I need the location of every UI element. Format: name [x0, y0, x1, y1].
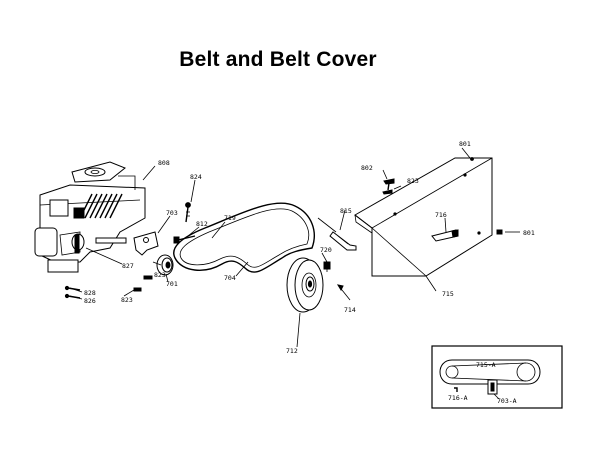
bolt-part-812 [173, 235, 196, 244]
label-801b: 801 [523, 229, 535, 237]
nut-part-720 [323, 261, 331, 272]
label-823c: 823 [407, 177, 419, 185]
engine-part-808 [34, 161, 146, 273]
label-719: 719 [224, 214, 236, 222]
label-812: 812 [196, 220, 208, 228]
belt-part-704 [173, 202, 315, 273]
label-704: 704 [224, 274, 236, 282]
screw-part-802 [383, 178, 395, 191]
screw-part-801b [496, 229, 503, 235]
label-823b: 823 [121, 296, 133, 304]
washer-part-823 [382, 189, 393, 195]
bracket-part-815 [329, 231, 357, 251]
bracket-part-716 [431, 229, 459, 242]
label-715a: 715-A [476, 361, 496, 369]
bracket-part-703 [133, 231, 159, 256]
page-title: Belt and Belt Cover [179, 48, 377, 71]
screw-part-824 [185, 202, 191, 223]
label-716a: 716-A [448, 394, 468, 402]
part-labels: 808 824 703 812 719 827 823 701 823 828 … [84, 140, 535, 355]
label-715: 715 [442, 290, 454, 298]
label-808: 808 [158, 159, 170, 167]
label-802: 802 [361, 164, 373, 172]
label-827: 827 [122, 262, 134, 270]
label-824: 824 [190, 173, 202, 181]
key-part-823 [143, 275, 153, 280]
label-712: 712 [286, 347, 298, 355]
pulley-part-701 [156, 254, 174, 276]
label-701: 701 [166, 280, 178, 288]
label-815: 815 [340, 207, 352, 215]
label-714: 714 [344, 306, 356, 314]
pin-parts-828-826 [64, 285, 81, 299]
screw-part-801 [470, 157, 474, 161]
label-716: 716 [435, 211, 447, 219]
label-801a: 801 [459, 140, 471, 148]
label-828: 828 [84, 289, 96, 297]
label-720: 720 [320, 246, 332, 254]
inset-box: 715-A 716-A 703-A [431, 345, 563, 409]
label-823a: 823 [154, 271, 166, 279]
belt-cover-part-715 [354, 157, 493, 277]
label-826: 826 [84, 297, 96, 305]
key-part-823b [133, 287, 142, 292]
label-703a: 703-A [497, 397, 517, 405]
label-703: 703 [166, 209, 178, 217]
leader-lines [69, 147, 520, 348]
pulley-part-712 [286, 257, 324, 313]
